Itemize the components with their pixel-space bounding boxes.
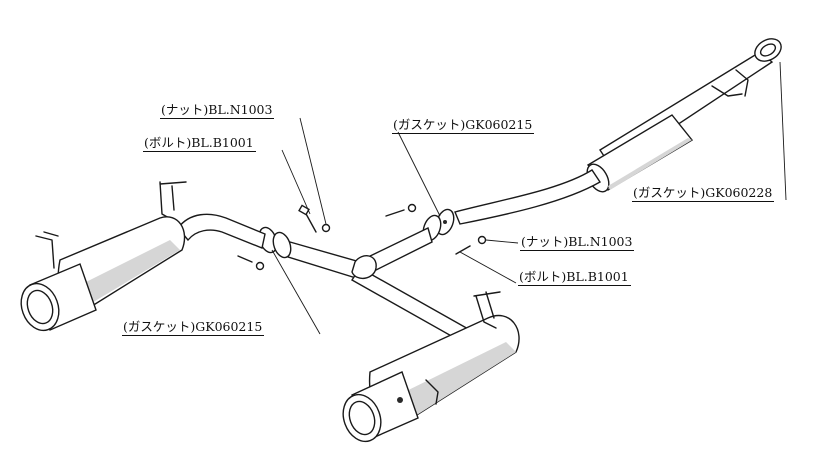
label-gasket-center: (ガスケット)GK060215 xyxy=(392,117,535,134)
label-bolt-right: (ボルト)BL.B1001 xyxy=(518,269,631,286)
label-bolt-top: (ボルト)BL.B1001 xyxy=(143,135,256,152)
bolts-and-nuts xyxy=(237,203,487,271)
y-pipe xyxy=(284,227,472,343)
label-gasket-left: (ガスケット)GK060215 xyxy=(122,319,265,336)
label-nut-right: (ナット)BL.N1003 xyxy=(520,234,635,251)
label-nut-top: (ナット)BL.N1003 xyxy=(160,102,275,119)
leader-lines xyxy=(271,61,787,335)
left-tailpipe xyxy=(20,263,97,332)
right-tailpipe xyxy=(342,371,419,443)
label-gasket-front: (ガスケット)GK060228 xyxy=(632,185,775,202)
mid-pipe xyxy=(454,169,601,225)
